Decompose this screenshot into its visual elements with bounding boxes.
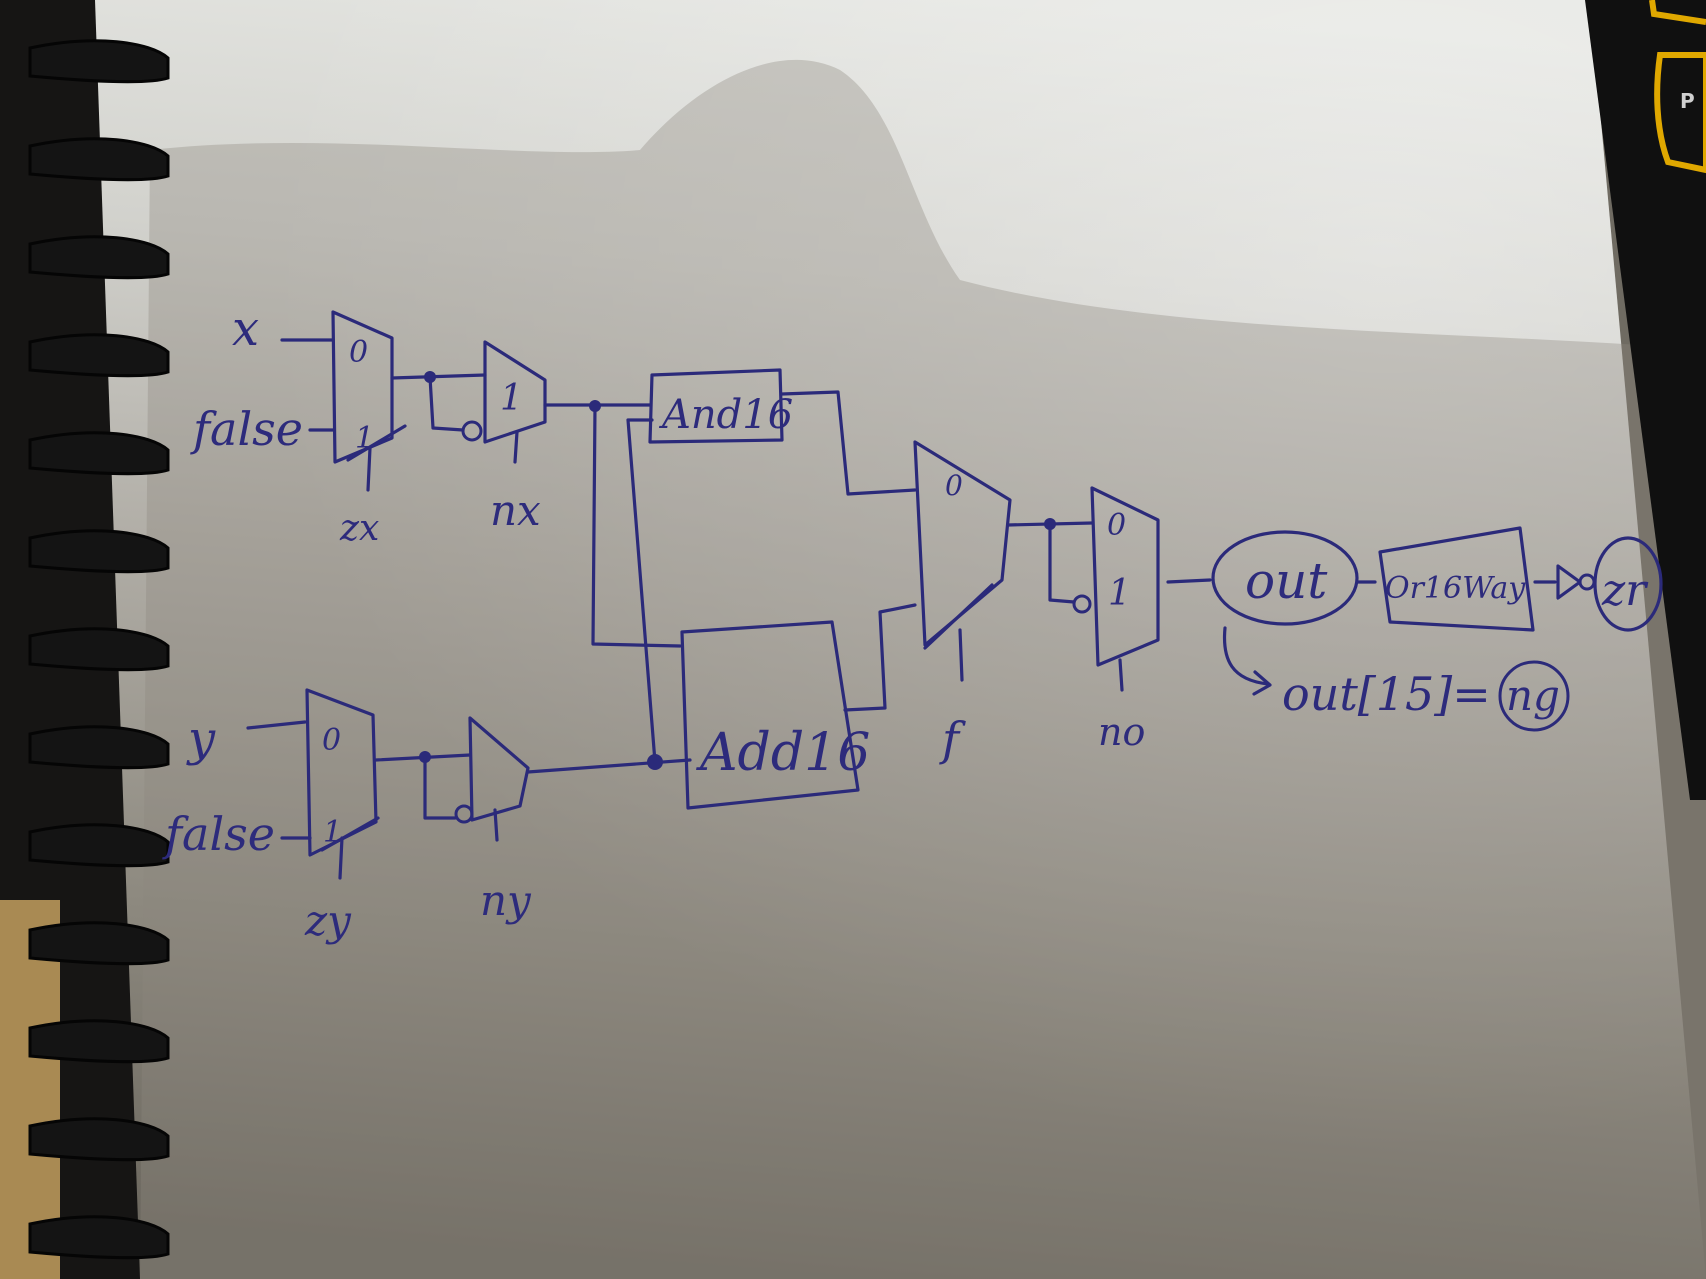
mux-zy-sel-line — [338, 836, 344, 880]
add16-box — [680, 620, 860, 810]
mux-ny — [468, 716, 530, 822]
out-label: out — [1245, 552, 1328, 610]
hand-shadow — [140, 59, 1706, 1279]
mux-zx-in1: 1 — [355, 421, 374, 456]
mux-zx-sel-label: zx — [339, 508, 379, 549]
input-y-false-label: false — [162, 807, 275, 861]
device-corner — [1585, 0, 1706, 800]
mux-zx-slash — [346, 424, 407, 462]
device-text: P — [1680, 89, 1695, 113]
mux-zx — [331, 310, 394, 464]
wire-ny-to-and — [626, 418, 657, 764]
device-accent-top — [1649, 0, 1706, 25]
ng-arrow-head — [1252, 670, 1272, 696]
mux-zy — [305, 688, 378, 857]
ng-expr-label: out[15]= — [1282, 667, 1491, 721]
ng-label: ng — [1506, 671, 1560, 720]
invert-bubble-nx — [461, 420, 483, 442]
mux-no-sel-line — [1118, 658, 1124, 692]
mux-nx-sel-line — [513, 430, 519, 464]
out-ellipse — [1211, 530, 1359, 626]
mux-zy-in1: 1 — [323, 815, 342, 850]
mux-f — [913, 440, 1012, 647]
spiral-coil — [28, 1019, 170, 1064]
or16way-label: Or16Way — [1385, 571, 1526, 606]
mux-zy-slash — [320, 816, 380, 852]
mux-zx-in0: 0 — [349, 335, 368, 370]
zr-ellipse — [1593, 536, 1663, 632]
wire-nx-invert — [428, 375, 465, 432]
mux-f-in0: 0 — [945, 469, 963, 502]
spiral-coil — [28, 529, 170, 574]
mux-no-sel-label: no — [1098, 710, 1145, 754]
mux-nx-in1: 1 — [500, 378, 523, 419]
mux-zx-sel-line — [366, 446, 372, 492]
paper-highlight — [95, 0, 1706, 1279]
spiral-coil — [28, 137, 170, 182]
spiral-coil — [28, 921, 170, 966]
spiral-coil — [28, 431, 170, 476]
mux-no-in1: 1 — [1108, 573, 1131, 614]
invert-bubble-no — [1072, 594, 1092, 614]
wire-no-out — [1166, 578, 1212, 584]
spiral-coil — [28, 1117, 170, 1162]
spiral-coil — [28, 823, 170, 868]
wire-no-invert — [1048, 522, 1076, 604]
input-x-label: x — [232, 301, 259, 357]
spiral-coil — [28, 333, 170, 378]
alu-circuit: x false y false 0 1 zx 1 nx 0 — [162, 301, 1663, 945]
mux-f-sel-line — [958, 628, 964, 682]
orange-object — [0, 900, 60, 1279]
spiral-binding — [28, 39, 170, 1260]
wire-and16-out — [780, 390, 917, 496]
ng-circle — [1498, 660, 1570, 732]
wire-add16-out — [843, 603, 917, 712]
mux-zy-sel-label: zy — [304, 896, 352, 945]
input-y-label: y — [186, 711, 216, 767]
and16-box — [648, 368, 784, 444]
device-accent — [1654, 52, 1706, 174]
spiral-coil — [28, 725, 170, 770]
add16-label: Add16 — [696, 723, 870, 783]
input-x-false-label: false — [190, 402, 303, 456]
spiral-coil — [28, 39, 170, 84]
mux-nx-sel-label: nx — [490, 486, 541, 535]
mux-nx — [483, 340, 547, 444]
wire-zx-out — [390, 373, 487, 380]
spiral-coil — [28, 627, 170, 672]
wire-nx-to-add — [591, 404, 682, 648]
not-gate — [1556, 564, 1582, 600]
mux-no-in0: 0 — [1107, 508, 1126, 543]
spiral-coil — [28, 1215, 170, 1260]
zr-label: zr — [1601, 565, 1649, 616]
wire-ny-invert — [423, 755, 457, 820]
mux-zy-in0: 0 — [322, 723, 341, 758]
spiral-coil — [28, 235, 170, 280]
ng-arrow — [1222, 626, 1270, 686]
mux-ny-sel-line — [493, 808, 499, 842]
mux-no — [1090, 486, 1160, 667]
mux-f-slash — [923, 583, 994, 650]
wire-y-in — [246, 720, 307, 730]
mux-ny-sel-label: ny — [480, 876, 532, 925]
or16way-box — [1378, 526, 1535, 632]
and16-label: And16 — [658, 392, 793, 438]
